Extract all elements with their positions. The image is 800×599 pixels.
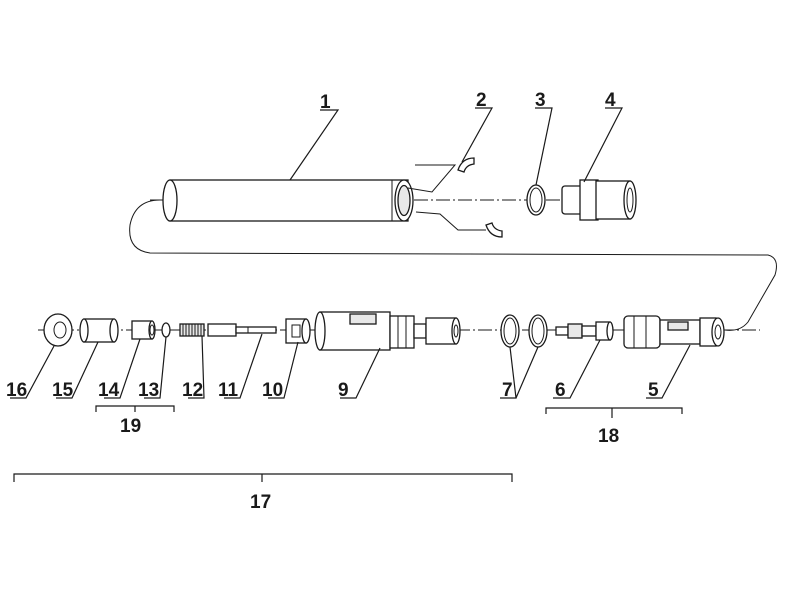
callout-10: 10	[262, 380, 283, 401]
part-3-o-ring	[526, 184, 546, 216]
callout-16: 16	[6, 380, 27, 401]
callout-2: 2	[476, 90, 487, 111]
part-11-valve-stem	[207, 323, 277, 337]
leader-lines	[10, 107, 691, 399]
part-9-main-housing	[314, 311, 461, 351]
bracket-19	[95, 405, 175, 412]
callout-17: 17	[250, 492, 271, 513]
callout-3: 3	[535, 90, 546, 111]
part-12-spring	[179, 323, 205, 337]
callout-18: 18	[598, 426, 619, 447]
part-6-valve-spindle	[555, 321, 614, 341]
callout-7: 7	[502, 380, 513, 401]
callout-14: 14	[98, 380, 120, 401]
part-4-front-sleeve	[561, 179, 637, 221]
part-10-cup	[285, 318, 311, 344]
callout-5: 5	[648, 380, 659, 401]
part-5-rear-body	[623, 315, 725, 349]
part-13-small-ring	[161, 322, 171, 338]
bracket-18	[545, 407, 683, 418]
part-15-bushing	[79, 318, 119, 343]
callout-15: 15	[52, 380, 74, 401]
part-2-retaining-halves	[407, 157, 503, 238]
callout-1: 1	[320, 92, 331, 113]
callout-6: 6	[555, 380, 566, 401]
bracket-17	[13, 473, 513, 482]
callout-13: 13	[138, 380, 159, 401]
part-14-small-sleeve	[131, 320, 156, 340]
callout-19: 19	[120, 416, 141, 437]
callout-9: 9	[338, 380, 349, 401]
callout-11: 11	[218, 380, 239, 401]
callout-4: 4	[605, 90, 616, 111]
connecting-path	[129, 199, 777, 331]
part-7-o-rings	[500, 314, 548, 348]
part-1-outer-cylinder	[162, 179, 414, 222]
callout-12: 12	[182, 380, 203, 401]
part-16-washer	[43, 313, 73, 347]
